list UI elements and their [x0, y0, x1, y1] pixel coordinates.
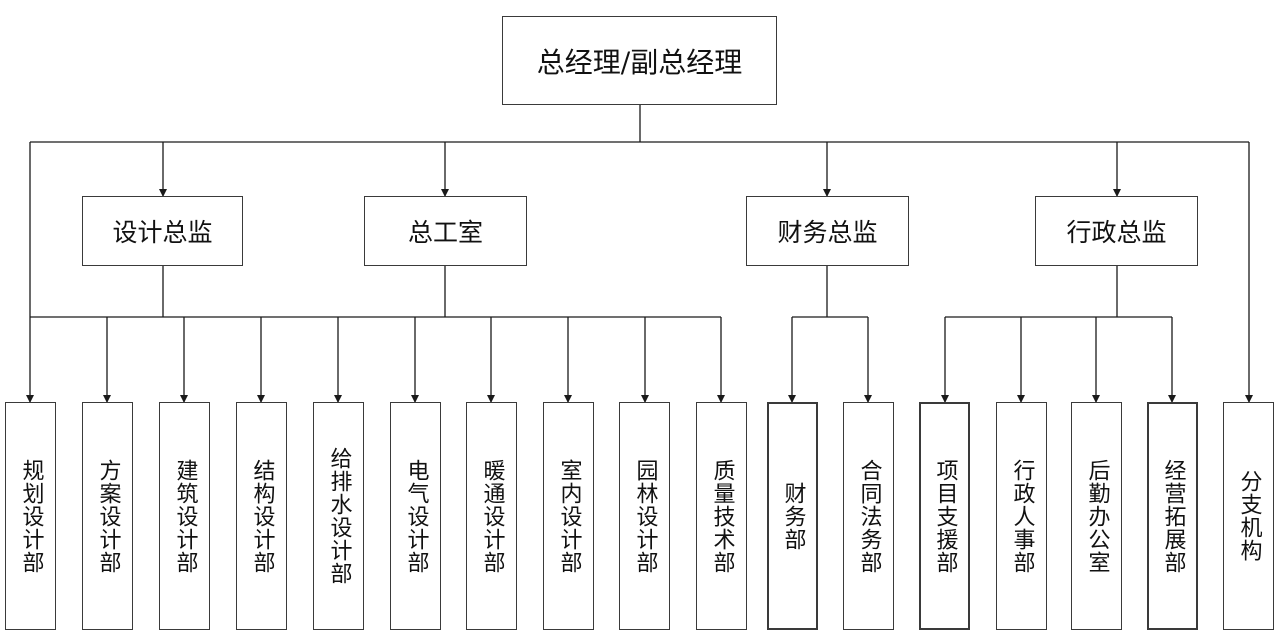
dept-logistics-office: 后勤办公室 — [1071, 402, 1122, 630]
dept-contract-legal: 合同法务部 — [843, 402, 894, 630]
dept-architecture-design: 建筑设计部 — [159, 402, 210, 630]
dept-electrical-design: 电气设计部 — [390, 402, 441, 630]
dept-landscape-design: 园林设计部 — [619, 402, 670, 630]
dept-hvac-design: 暖通设计部 — [466, 402, 517, 630]
dept-interior-design: 室内设计部 — [543, 402, 594, 630]
dept-structure-design: 结构设计部 — [236, 402, 287, 630]
box-admin-director: 行政总监 — [1035, 196, 1198, 266]
admin-director-label: 行政总监 — [1066, 218, 1167, 247]
dept-planning-design: 规划设计部 — [5, 402, 56, 630]
root-box-general-manager: 总经理/副总经理 — [502, 16, 777, 105]
box-chief-engineer-office: 总工室 — [364, 196, 527, 266]
root-label: 总经理/副总经理 — [536, 45, 743, 79]
finance-director-label: 财务总监 — [777, 218, 878, 247]
design-director-label: 设计总监 — [112, 218, 213, 247]
dept-business-development: 经营拓展部 — [1147, 402, 1198, 630]
dept-scheme-design: 方案设计部 — [82, 402, 133, 630]
dept-project-support: 项目支援部 — [919, 402, 970, 630]
dept-admin-hr: 行政人事部 — [996, 402, 1047, 630]
box-finance-director: 财务总监 — [746, 196, 909, 266]
dept-quality-technology: 质量技术部 — [696, 402, 747, 630]
box-design-director: 设计总监 — [82, 196, 243, 266]
dept-branch-offices: 分支机构 — [1223, 402, 1274, 630]
chief-engineer-office-label: 总工室 — [407, 218, 483, 247]
dept-finance: 财务部 — [767, 402, 818, 630]
dept-plumbing-design: 给排水设计部 — [313, 402, 364, 630]
